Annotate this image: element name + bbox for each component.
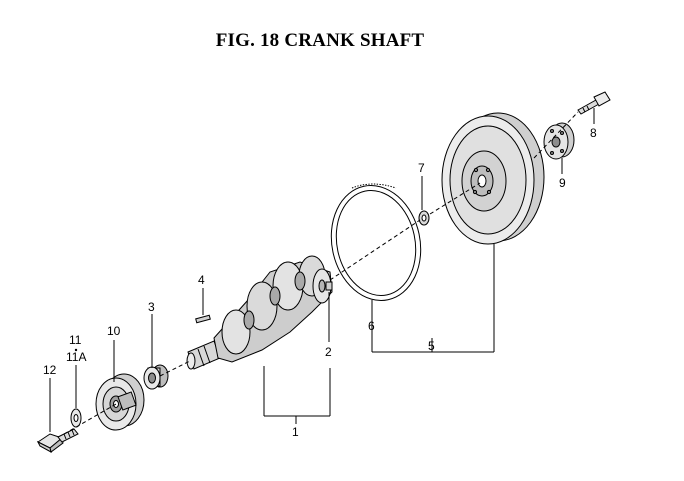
callout-12: 12 — [43, 363, 57, 377]
figure-title: FIG. 18 CRANK SHAFT — [215, 30, 425, 51]
part-pulley-10 — [95, 373, 145, 431]
part-pin-2 — [325, 281, 333, 291]
part-plate-9 — [543, 122, 575, 160]
part-bolt-8 — [577, 91, 611, 115]
center-lines — [63, 111, 579, 435]
part-key-4 — [195, 314, 211, 324]
callout-3: 3 — [148, 300, 155, 314]
callout-labels: 1 2 3 4 5 6 7 8 9 10 11 11A 12 — [43, 126, 597, 439]
callout-8: 8 — [590, 126, 597, 140]
callout-2: 2 — [325, 345, 332, 359]
callout-5: 5 — [428, 339, 435, 353]
part-seal-7 — [418, 210, 430, 226]
callout-7: 7 — [418, 161, 425, 175]
part-gear-3 — [143, 364, 169, 390]
leader-lines — [49, 108, 595, 432]
callout-4: 4 — [198, 273, 205, 287]
part-ring-gear-6 — [330, 183, 422, 301]
callout-11: 11 — [69, 333, 82, 347]
callout-10: 10 — [107, 324, 121, 338]
callout-6: 6 — [368, 319, 375, 333]
part-bolt-12 — [36, 428, 79, 453]
part-crankshaft-1 — [186, 255, 333, 370]
part-flywheel-5 — [441, 112, 545, 245]
part-washer-11 — [70, 408, 82, 428]
callout-9: 9 — [559, 176, 566, 190]
callout-11-dot — [74, 348, 78, 352]
callout-11a: 11A — [66, 350, 86, 364]
callout-1: 1 — [292, 425, 299, 439]
